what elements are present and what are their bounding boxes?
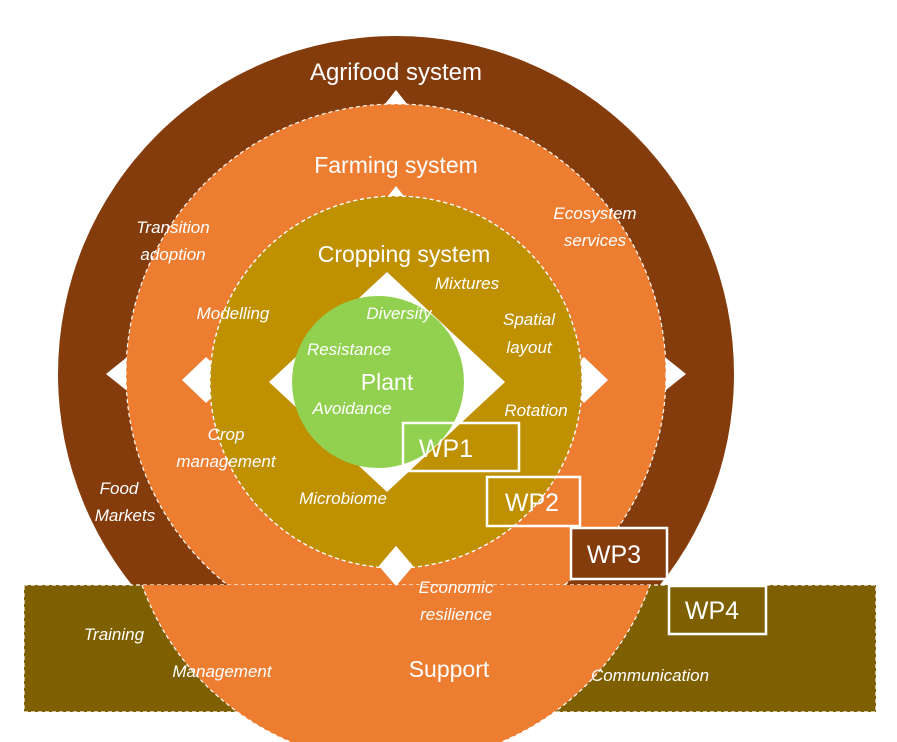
cropping-diamond-bottom-top	[379, 546, 413, 586]
label-communication: Communication	[591, 666, 709, 685]
label-ecosystem: Ecosystem	[553, 204, 636, 223]
cropping-outline	[209, 195, 583, 569]
wp1-box	[401, 421, 521, 473]
label-microbiome: Microbiome	[299, 489, 387, 508]
label-markets: Markets	[95, 506, 156, 525]
label-crop: Crop	[208, 425, 245, 444]
label-management: Management	[172, 662, 273, 681]
label-services: services	[564, 231, 627, 250]
agrifood-title: Agrifood system	[310, 59, 482, 86]
label-spatial: Spatial	[503, 310, 556, 329]
label-resilience: resilience	[420, 605, 492, 624]
wp4-label: WP4	[685, 597, 739, 625]
label-diversity: Diversity	[366, 304, 433, 323]
label-crop-management: management	[176, 452, 277, 471]
plant-circle	[292, 296, 464, 468]
label-modelling: Modelling	[197, 304, 270, 323]
cropping-title: Cropping system	[318, 241, 491, 267]
plant-title: Plant	[361, 369, 414, 395]
wp2-box	[485, 475, 582, 528]
label-economic: Economic	[419, 578, 494, 597]
label-training: Training	[84, 625, 145, 644]
label-transition: Transition	[136, 218, 209, 237]
wp2-label: WP2	[505, 489, 559, 517]
label-adoption: adoption	[140, 245, 205, 264]
label-food: Food	[100, 479, 139, 498]
farming-overlap	[142, 585, 650, 742]
wp1-label: WP1	[419, 435, 473, 463]
label-avoidance: Avoidance	[311, 399, 391, 418]
wp4-box	[667, 584, 768, 636]
support-title: Support	[409, 656, 490, 682]
farming-title: Farming system	[314, 152, 478, 178]
label-mixtures: Mixtures	[435, 274, 500, 293]
label-rotation: Rotation	[504, 401, 567, 420]
wp3-box	[569, 526, 669, 581]
farming-overlap-outline	[141, 584, 651, 742]
wp3-label: WP3	[587, 541, 641, 569]
label-resistance: Resistance	[307, 340, 391, 359]
label-layout: layout	[506, 338, 553, 357]
